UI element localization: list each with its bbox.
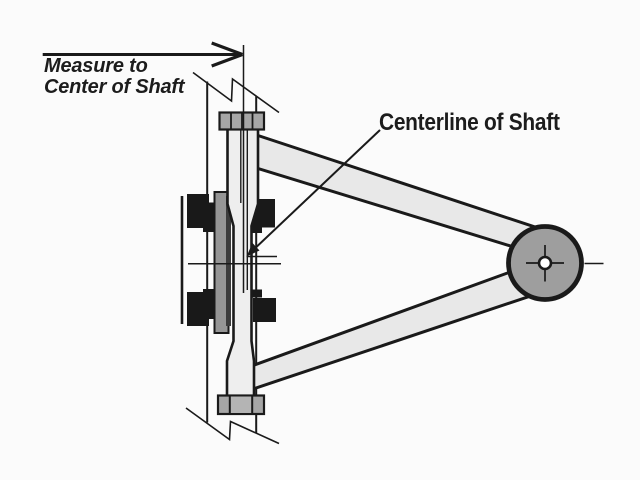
bushing-tab <box>252 225 262 233</box>
bushing-top-left <box>187 194 209 228</box>
measure-label: Measure to Center of Shaft <box>44 55 185 98</box>
bushing-tab <box>203 224 214 232</box>
centerline-label: Centerline of Shaft <box>379 109 560 136</box>
dimension-arrow-icon <box>42 41 244 68</box>
bottom-nut-face <box>228 394 254 415</box>
leader-arrowhead <box>246 243 260 257</box>
bushing-bottom-right <box>253 298 276 322</box>
top-nut <box>218 111 266 131</box>
measure-label-line2: Center of Shaft <box>44 76 185 98</box>
bushing-tab <box>252 289 262 298</box>
break-symbol-bottom <box>185 407 280 445</box>
break-symbol-top <box>192 71 280 114</box>
ball-joint <box>506 224 604 302</box>
bushing-tab <box>208 202 214 230</box>
dimension-arrowhead-lower <box>211 53 244 68</box>
crosshair-center-dot <box>537 255 553 271</box>
bushings <box>187 194 276 326</box>
inner-sleeve <box>226 196 231 326</box>
bushing-bottom-left <box>187 292 209 326</box>
shaft-body <box>225 127 260 398</box>
measure-label-line1: Measure to <box>44 55 148 77</box>
control-arm <box>251 132 540 392</box>
bottom-nut <box>216 394 266 416</box>
lower-arm-leg <box>251 260 537 392</box>
bushing-tab <box>208 292 214 319</box>
dimension-arrowhead-upper <box>211 41 244 56</box>
leader-line <box>247 129 381 256</box>
upper-arm-leg <box>255 132 540 254</box>
bushing-tab <box>203 289 214 297</box>
leader-arrow-icon <box>246 129 381 258</box>
